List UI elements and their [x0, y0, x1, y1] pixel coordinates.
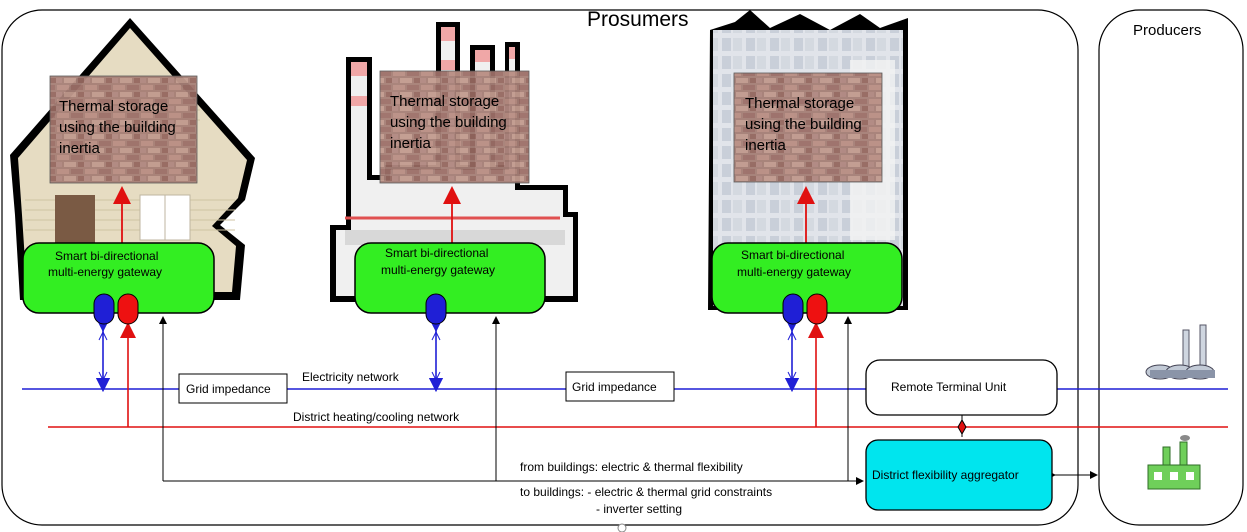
storage-label-house: Thermal storage using the building inert… — [59, 98, 176, 157]
storage-label-office: Thermal storage using the building inert… — [745, 95, 862, 154]
aggregator-label: District flexibility aggregator — [872, 468, 1019, 482]
gateway-label-house-2: multi-energy gateway — [48, 265, 163, 279]
electricity-network-label: Electricity network — [302, 370, 399, 384]
gateway-label-office-1: Smart bi-directional — [741, 248, 845, 262]
grid-impedance-box-2 — [565, 371, 675, 402]
thermal-storage-box-house — [49, 75, 198, 184]
aggregator-box — [865, 439, 1053, 511]
producers-title: Producers — [1133, 22, 1202, 39]
bidirectional-link-icons — [98, 330, 797, 382]
electric-port-factory — [425, 293, 447, 325]
communication-lines — [159, 316, 1098, 485]
grid-impedance-label-1: Grid impedance — [186, 382, 271, 396]
thermal-storage-box-factory — [379, 70, 530, 184]
storage-label-factory: Thermal storage using the building inert… — [390, 93, 507, 152]
gateway-label-factory-1: Smart bi-directional — [385, 246, 489, 260]
gateway-label-house-1: Smart bi-directional — [55, 249, 159, 263]
producers-frame — [1098, 9, 1244, 526]
electric-port-office — [782, 293, 804, 325]
prosumers-title: Prosumers — [587, 8, 689, 31]
heat-port-house — [117, 293, 139, 325]
gateway-box-factory — [354, 242, 546, 314]
flow-to-buildings-label-1: to buildings: - electric & thermal grid … — [520, 485, 773, 499]
rtu-aggregator-link-icon — [957, 418, 967, 436]
grid-impedance-box-1 — [178, 373, 288, 404]
thermal-storage-box-office — [733, 72, 883, 183]
handle-icon — [617, 523, 627, 532]
rtu-label: Remote Terminal Unit — [891, 380, 1007, 394]
gateway-label-factory-2: multi-energy gateway — [381, 263, 496, 277]
gateway-label-office-2: multi-energy gateway — [737, 265, 852, 279]
power-plant-icon — [1145, 324, 1215, 380]
electric-port-house — [93, 293, 115, 325]
heating-network-label: District heating/cooling network — [293, 410, 460, 424]
flow-from-buildings-label: from buildings: electric & thermal flexi… — [520, 460, 743, 474]
factory-icon — [1147, 435, 1201, 490]
rtu-box — [865, 359, 1058, 416]
heat-port-office — [806, 293, 828, 325]
prosumers-frame — [1, 9, 1079, 526]
flow-to-buildings-label-2: - inverter setting — [596, 502, 683, 516]
grid-impedance-label-2: Grid impedance — [572, 380, 657, 394]
